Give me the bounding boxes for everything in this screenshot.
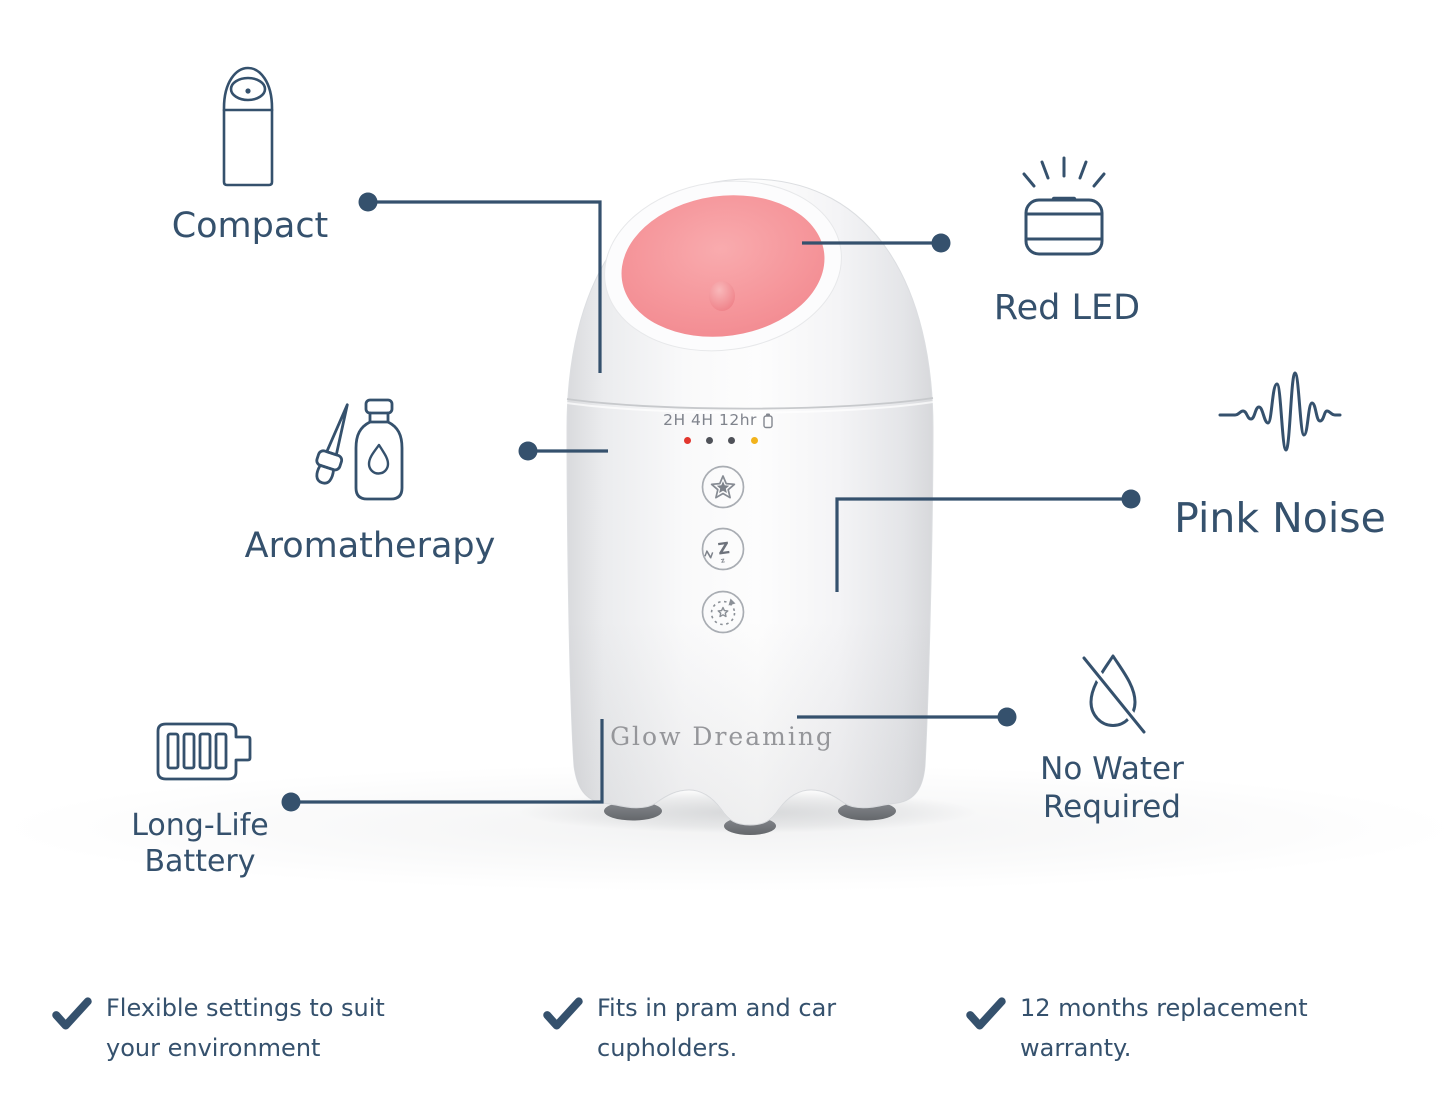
svg-text:z: z [720,556,726,565]
timer-labels: 2H 4H 12hr [663,411,757,429]
red-led-glow-opening [604,180,842,352]
no-water-icon [1076,650,1150,744]
checkmark-icon [543,997,583,1030]
sleep-sound-button[interactable]: Z Z z [701,527,745,571]
red-led-icon [1010,150,1115,262]
aromatherapy-icon [304,398,404,510]
battery-connector-dot [281,792,301,812]
glow-light-button[interactable] [701,465,745,509]
no-water-label: No Water Required [1010,750,1214,826]
benefit-1-line2: your environment [106,1034,321,1062]
aromatherapy-connector-dot [518,441,538,461]
no-water-connector-dot [997,707,1017,727]
compact-connector-dot [358,192,378,212]
pink-noise-connector-line [835,497,1131,592]
timer-12hr-led [728,437,735,444]
benefit-2-line1: Fits in pram and car [597,994,837,1022]
checkmark-icon [966,997,1006,1030]
battery-connector-line [291,719,604,804]
pink-noise-connector-dot [1121,489,1141,509]
compact-icon [220,64,276,188]
long-life-battery-icon [148,720,258,784]
body-bottom-shading [567,620,933,825]
battery-status-icon [763,413,773,428]
brand-logo: Glow Dreaming [610,722,834,751]
timer-panel: 2H 4H 12hr [636,411,800,429]
compact-label: Compact [171,206,329,246]
cycle-star-icon [701,590,745,634]
battery-status-led [751,437,758,444]
benefit-1-line1: Flexible settings to suit [106,994,385,1022]
pink-noise-icon [1218,368,1342,462]
benefit-warranty: 12 months replacement warranty. [966,988,1308,1068]
svg-text:Z: Z [703,549,716,560]
mist-nozzle-nub [709,281,735,311]
battery-label-line1: Long-Life [131,808,269,843]
checkmark-icon [52,997,92,1030]
device-seam [566,397,934,414]
compact-connector-line [368,200,602,373]
benefit-3-line1: 12 months replacement [1020,994,1308,1022]
benefit-flexible-settings: Flexible settings to suit your environme… [52,988,385,1068]
aromatherapy-label: Aromatherapy [244,526,496,566]
pink-noise-label: Pink Noise [1174,494,1386,542]
benefit-2-line2: cupholders. [597,1034,738,1062]
red-led-label: Red LED [993,288,1141,328]
timer-4h-led [706,437,713,444]
no-water-label-line1: No Water [1040,751,1184,787]
timer-2h-led [684,437,691,444]
no-water-label-line2: Required [1043,789,1181,825]
svg-text:Z: Z [717,538,731,558]
red-led-connector-dot [931,233,951,253]
long-life-battery-label: Long-Life Battery [98,808,302,880]
sleep-zz-icon: Z Z z [701,527,745,571]
benefit-3-line2: warranty. [1020,1034,1132,1062]
cycle-mode-button[interactable] [701,590,745,634]
benefit-fits-cupholders: Fits in pram and car cupholders. [543,988,836,1068]
battery-label-line2: Battery [144,844,256,879]
star-icon [701,465,745,509]
